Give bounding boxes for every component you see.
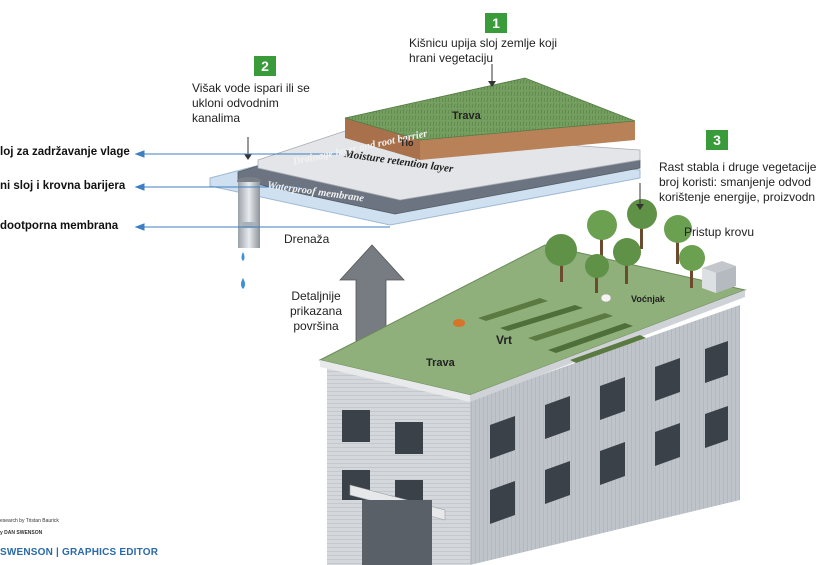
step-3-line2: broj koristi: smanjenje odvod [659, 175, 812, 189]
label-waterproof: dootporna membrana [0, 220, 119, 232]
step-1-badge: 1 [485, 13, 507, 33]
label-trava-roof: Trava [426, 357, 455, 369]
label-moisture: loj za zadržavanje vlage [0, 146, 130, 158]
chicken-icon [600, 293, 612, 303]
soil-layer [345, 118, 420, 160]
pointer-arrows [134, 150, 390, 231]
step-2-line1: Višak vode ispari ili se [192, 81, 310, 95]
step-3-text: Rast stabla i druge vegetacije broj kori… [659, 160, 825, 205]
step-1-line2: hrani vegetaciju [409, 51, 494, 65]
soil-layer-side [420, 121, 635, 160]
entrance-door [362, 500, 432, 565]
label-detail-line3: površina [293, 319, 339, 333]
step-2-line3: kanalima [192, 111, 241, 125]
label-tlo: Tlo [400, 138, 414, 148]
label-detail: Detaljnije prikazana površina [288, 289, 344, 334]
water-drop [241, 278, 245, 289]
drain-pipe [238, 182, 260, 248]
water-drop [241, 252, 245, 261]
label-pristup: Pristup krovu [684, 225, 755, 239]
chicken-icon [453, 319, 465, 327]
step-3-badge: 3 [706, 130, 728, 150]
garden-rows [478, 298, 646, 363]
credit-by: y DAN SWENSON [0, 530, 43, 536]
detail-arrow [339, 244, 405, 346]
step-3-line3: korištenje energije, proizvodn [659, 190, 816, 204]
grass-top-layer [344, 77, 636, 141]
label-detail-line2: prikazana [289, 304, 343, 318]
step-2-badge: 2 [254, 56, 276, 76]
label-drenaza: Drenaža [284, 232, 330, 246]
label-vrt: Vrt [496, 333, 513, 347]
orchard-trees [545, 199, 705, 293]
step-2-text: Višak vode ispari ili se ukloni odvodnim… [192, 81, 310, 126]
step-2-line2: ukloni odvodnim [192, 96, 279, 110]
label-detail-line1: Detaljnije [291, 289, 341, 303]
step-1-line1: Kišnicu upija sloj zemlje koji [409, 36, 558, 50]
label-trava-top: Trava [452, 110, 481, 122]
roof-access-box [702, 268, 716, 293]
credit-research: esearch by Tristan Baurick [0, 518, 59, 524]
side-windows [490, 341, 728, 524]
label-vocnjak: Voćnjak [631, 294, 665, 304]
step-3-line1: Rast stabla i druge vegetacije [659, 160, 817, 174]
credit-editor: SWENSON | GRAPHICS EDITOR [0, 547, 159, 558]
step-1-text: Kišnicu upija sloj zemlje koji hrani veg… [409, 36, 557, 66]
label-drainage: ni sloj i krovna barijera [0, 180, 126, 192]
